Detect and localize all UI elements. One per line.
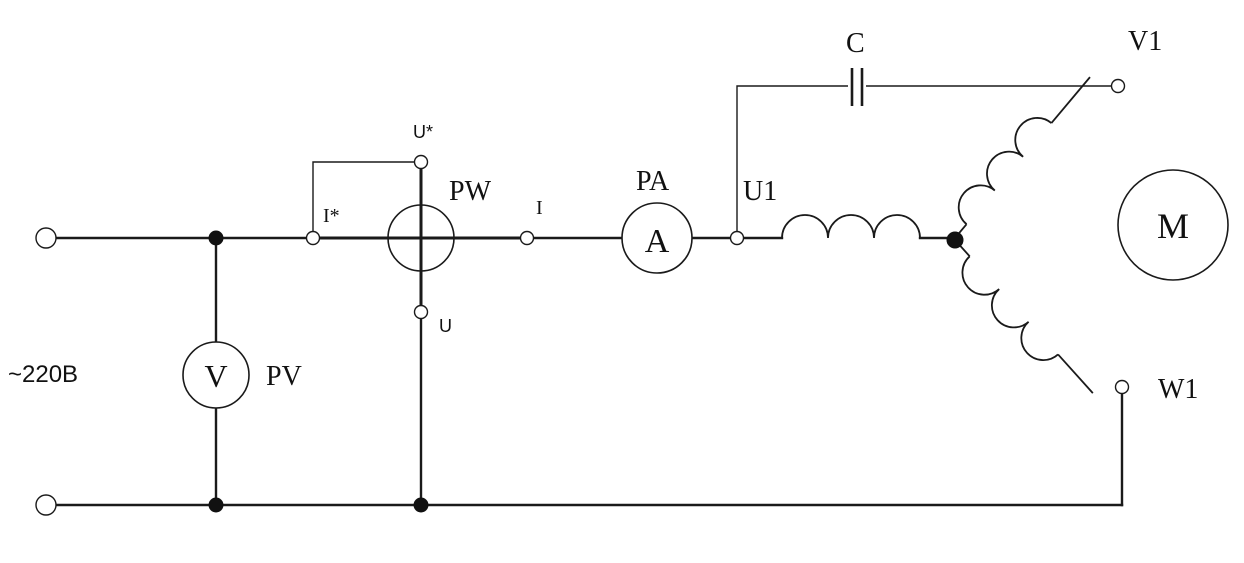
wiring <box>54 85 1124 507</box>
wattmeter-terminal-i-node <box>519 230 535 246</box>
junction-dot <box>208 230 224 246</box>
motor-terminal-u1-node <box>729 230 745 246</box>
star-point-dot <box>946 231 964 249</box>
motor-terminal-w1-label: W1 <box>1158 374 1198 405</box>
winding-u-coil <box>781 214 921 239</box>
motor-circle <box>1117 169 1229 281</box>
motor-terminal-u1-label: U1 <box>743 176 777 207</box>
terminals <box>35 78 1130 516</box>
motor-terminal-v1-node <box>1110 78 1126 94</box>
winding-w-coil <box>954 239 1094 394</box>
voltmeter-symbol: V <box>204 358 227 394</box>
wattmeter-label: PW <box>449 176 492 207</box>
supply-terminal-top <box>35 227 57 249</box>
ammeter-circle <box>621 202 693 274</box>
ammeter-label: PA <box>636 166 670 197</box>
wattmeter: PW U* I* I U <box>323 122 543 336</box>
capacitor: C <box>846 28 865 106</box>
voltmeter: V PV <box>182 341 302 409</box>
junctions <box>208 230 964 513</box>
junction-dot <box>208 497 224 513</box>
winding-v-coil <box>954 76 1091 239</box>
wattmeter-terminal-u: U <box>439 316 452 336</box>
source-voltage-label: ~220В <box>8 361 78 388</box>
wattmeter-terminal-u-node <box>413 304 429 320</box>
motor-terminal-v1-label: V1 <box>1128 26 1162 57</box>
motor-terminal-w1-node <box>1114 379 1130 395</box>
wattmeter-terminal-u-star-node <box>413 154 429 170</box>
wire-bridge-istar-ustar <box>312 161 415 232</box>
junction-dot <box>413 497 429 513</box>
motor-symbol: M <box>1157 206 1189 246</box>
ammeter-symbol: A <box>645 223 670 260</box>
motor-windings <box>781 76 1094 394</box>
voltmeter-circle <box>182 341 250 409</box>
wattmeter-terminal-u-star: U* <box>413 122 433 142</box>
capacitor-label: C <box>846 28 865 59</box>
wattmeter-terminal-i-star: I* <box>323 205 340 227</box>
ammeter: A PA <box>621 166 693 274</box>
supply-terminal-bottom <box>35 494 57 516</box>
wire-u1-to-capacitor <box>736 85 848 232</box>
voltmeter-label: PV <box>266 361 302 392</box>
wattmeter-circle <box>387 204 455 272</box>
wattmeter-terminal-i: I <box>536 197 543 219</box>
motor: M U1 V1 W1 <box>743 26 1229 405</box>
wattmeter-terminal-i-star-node <box>305 230 321 246</box>
